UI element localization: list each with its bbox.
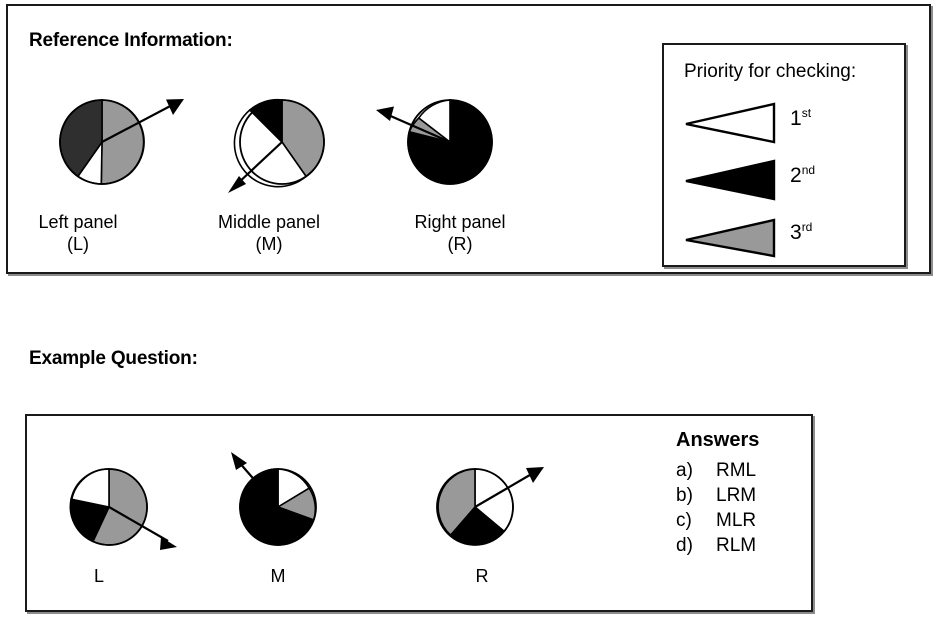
reference-pie-left-panel: [54, 88, 204, 198]
pie-outline-middle-panel: [239, 99, 325, 185]
caption-middle-panel-line2: (M): [255, 234, 283, 254]
pie-outline-right-panel: [407, 99, 493, 185]
caption-left-panel-line1: Left panel: [38, 212, 118, 232]
answer-key-a: a): [676, 460, 693, 481]
reference-pie-middle-panel: [218, 88, 368, 208]
legend-suffix-2: nd: [801, 163, 816, 177]
pie-outline-left-panel: [59, 99, 145, 185]
question-pie-label-L: L: [93, 566, 104, 586]
question-pie-M: [215, 440, 365, 570]
pointer-arrow-L: [108, 506, 177, 550]
legend-rank-2: 2: [790, 164, 802, 187]
gray-triangle-icon: [685, 218, 776, 258]
question-pie-R: [420, 445, 580, 570]
caption-right-panel-line1: Right panel: [414, 212, 506, 232]
legend-rank-3: 3: [790, 221, 802, 244]
example-question-heading: Example Question:: [29, 348, 198, 369]
answer-key-b: b): [676, 485, 693, 506]
legend-suffix-1: st: [801, 106, 812, 120]
caption-right-panel: Right panel (R): [395, 211, 525, 255]
pie-slices-R: [437, 468, 514, 546]
answers-title: Answers: [676, 429, 760, 451]
answer-key-d: d): [676, 535, 693, 556]
answer-option-b[interactable]: b) LRM: [676, 483, 759, 508]
legend-label-1st: 1st: [790, 106, 811, 131]
caption-left-panel-line2: (L): [67, 234, 89, 254]
legend-rank-1: 1: [790, 107, 802, 130]
answer-text-b: LRM: [716, 485, 757, 506]
pointer-arrow-M: [231, 452, 279, 508]
answer-text-a: RML: [716, 460, 757, 481]
question-pie-label-R: R: [475, 566, 489, 586]
answer-text-c: MLR: [716, 510, 757, 531]
example-question-box: [25, 414, 813, 612]
question-pie-L: [60, 455, 210, 570]
pointer-arrow-R: [474, 467, 544, 508]
caption-right-panel-line2: (R): [447, 234, 473, 254]
answer-text-d: RLM: [716, 535, 757, 556]
legend-label-2nd: 2nd: [790, 163, 815, 188]
pie-outline-M: [239, 468, 317, 546]
question-pie-label-M: M: [270, 566, 286, 586]
reference-pie-right-panel: [358, 88, 518, 198]
legend-title: Priority for checking:: [684, 61, 857, 82]
reference-information-heading: Reference Information:: [29, 30, 233, 51]
caption-middle-panel-line1: Middle panel: [217, 212, 321, 232]
pointer-arrow-left-panel: [101, 99, 184, 143]
pointer-arrow-middle-panel: [228, 141, 283, 193]
answer-key-c: c): [676, 510, 692, 531]
pie-outline-R: [436, 468, 514, 546]
legend-label-3rd: 3rd: [790, 220, 812, 245]
legend-suffix-3: rd: [801, 220, 813, 234]
pointer-arrow-right-panel: [376, 106, 451, 144]
white-triangle-icon: [685, 102, 776, 144]
black-triangle-icon: [685, 159, 776, 201]
answer-option-a[interactable]: a) RML: [676, 458, 759, 483]
caption-middle-panel: Middle panel (M): [194, 211, 344, 255]
answers-block: Answers a) RML b) LRM c) MLR d) RLM: [676, 429, 759, 558]
answer-option-c[interactable]: c) MLR: [676, 508, 759, 533]
answer-option-d[interactable]: d) RLM: [676, 533, 759, 558]
pie-outline-L: [70, 468, 148, 546]
caption-left-panel: Left panel (L): [17, 211, 139, 255]
priority-legend-box: Priority for checking: 1st 2nd 3rd: [662, 43, 906, 267]
